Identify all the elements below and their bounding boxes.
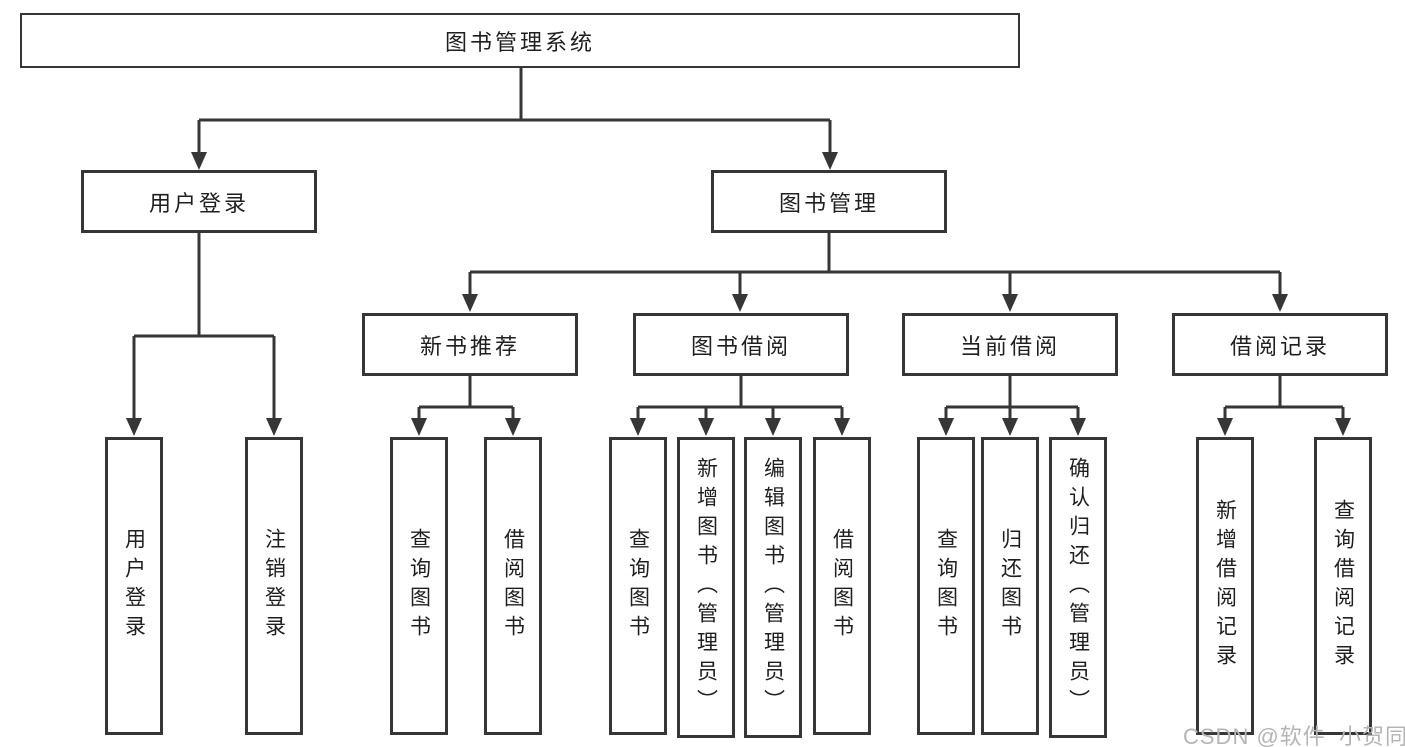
leaf-borrow-book: 借阅图书 (813, 437, 871, 735)
leaf-user-login: 用户登录 (105, 437, 163, 735)
node-book-borrow: 图书借阅 (633, 313, 849, 376)
connector-book-borrow-children (630, 376, 850, 436)
leaf-query-book-borrow: 查询图书 (609, 437, 667, 735)
connector-borrow-records-children (1217, 376, 1351, 436)
leaf-query-book-recommend: 查询图书 (390, 437, 448, 735)
leaf-query-book-current: 查询图书 (917, 437, 975, 735)
node-borrow-record: 借阅记录 (1172, 313, 1388, 376)
node-library-management-system: 图书管理系统 (20, 13, 1020, 68)
leaf-edit-book-admin: 编辑图书（管理员） (744, 437, 802, 738)
leaf-logout: 注销登录 (245, 437, 303, 735)
leaf-confirm-return-admin: 确认归还（管理员） (1049, 437, 1107, 738)
connector-new-book-children (411, 376, 521, 436)
connector-user-login-children (126, 233, 282, 436)
leaf-return-book: 归还图书 (981, 437, 1039, 735)
leaf-add-book-admin: 新增图书（管理员） (677, 437, 735, 738)
node-book-management: 图书管理 (711, 170, 947, 233)
connector-book-management-to-level3 (462, 233, 1288, 312)
node-current-borrow: 当前借阅 (902, 313, 1118, 376)
leaf-borrow-book-recommend: 借阅图书 (484, 437, 542, 735)
connector-current-borrow-children (938, 376, 1086, 436)
leaf-query-borrow-record: 查询借阅记录 (1314, 437, 1372, 735)
node-user-login: 用户登录 (81, 170, 317, 233)
leaf-add-borrow-record: 新增借阅记录 (1196, 437, 1254, 735)
connector-root-to-level2 (191, 68, 838, 170)
node-new-book-recommend: 新书推荐 (362, 313, 578, 376)
watermark-csdn: CSDN @软件_小贺同学 (1183, 724, 1405, 747)
